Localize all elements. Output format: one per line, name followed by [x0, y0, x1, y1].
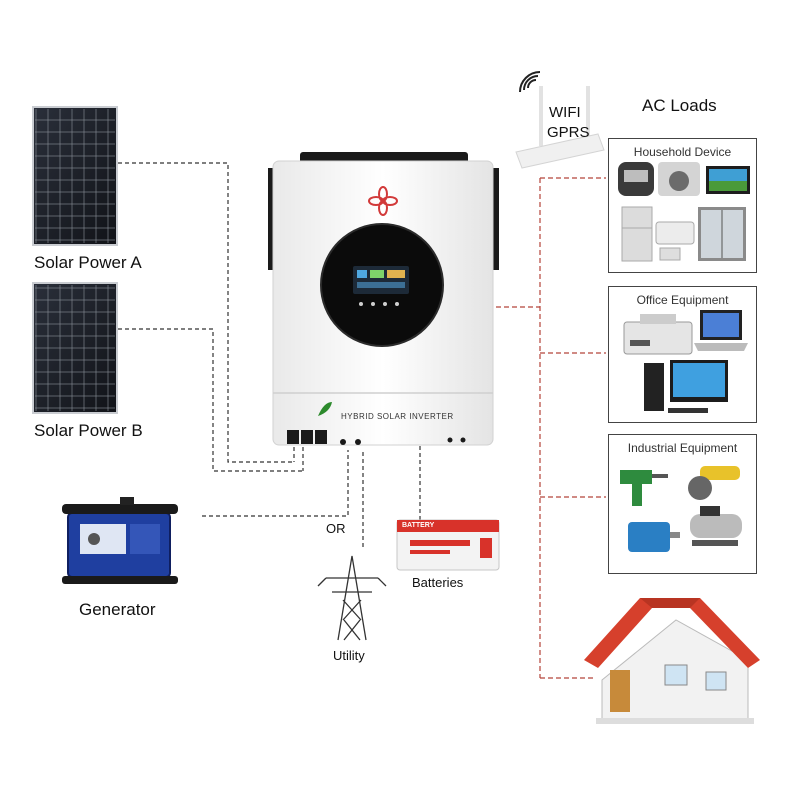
wire-generator — [202, 450, 349, 517]
inverter-icon — [268, 152, 499, 446]
batteries-label: Batteries — [412, 575, 464, 590]
battery-icon — [396, 519, 500, 571]
household-device-box: Household Device — [608, 138, 757, 273]
battery-brand-label: BATTERY — [402, 522, 435, 529]
office-equipment-title: Office Equipment — [636, 293, 729, 307]
ac-loads-label: AC Loads — [642, 96, 717, 115]
gprs-label: GPRS — [547, 124, 590, 141]
generator-label: Generator — [79, 600, 156, 619]
solar-power-a-label: Solar Power A — [34, 253, 142, 272]
brand-logo-icon — [368, 186, 398, 216]
wifi-label: WIFI — [549, 104, 581, 121]
generator-icon — [62, 497, 178, 584]
wifi-router-icon — [515, 71, 605, 169]
industrial-equipment-title: Industrial Equipment — [627, 441, 738, 455]
connector-ports — [287, 430, 466, 445]
utility-tower-icon — [317, 555, 387, 641]
lcd-screen — [353, 266, 409, 294]
display-buttons — [359, 302, 399, 306]
solar-panel-b-icon — [32, 282, 118, 414]
office-equipment-box: Office Equipment — [608, 286, 757, 423]
ac-wires — [488, 177, 606, 679]
house-icon — [584, 598, 760, 724]
solar-panel-a-icon — [32, 106, 118, 246]
utility-label: Utility — [333, 648, 365, 663]
household-device-title: Household Device — [633, 145, 732, 159]
leaf-icon — [318, 402, 332, 416]
or-label: OR — [326, 521, 346, 536]
industrial-equipment-box: Industrial Equipment — [608, 434, 757, 574]
wire-solar-b — [118, 328, 303, 472]
solar-power-b-label: Solar Power B — [34, 421, 143, 440]
wire-solar-a — [118, 162, 294, 463]
inverter-name-label: HYBRID SOLAR INVERTER — [341, 412, 454, 421]
